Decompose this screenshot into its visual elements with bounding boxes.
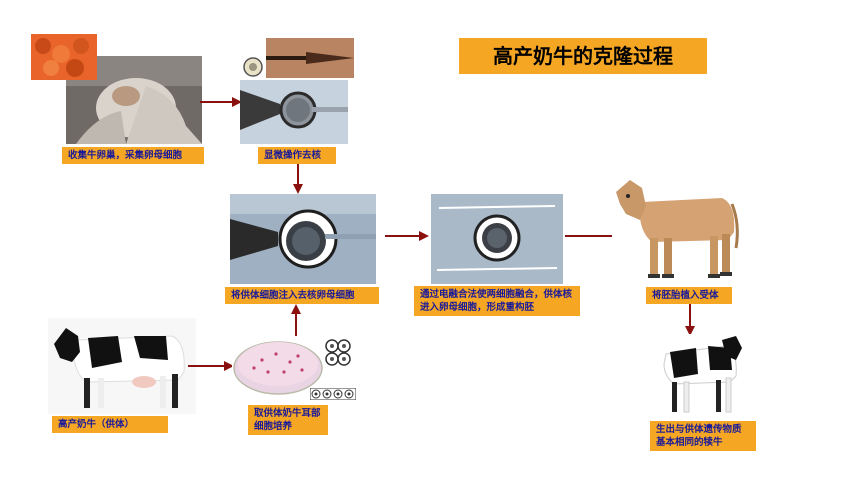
step-label-donor: 高产奶牛（供体） xyxy=(52,416,168,433)
petri-dish-image xyxy=(232,332,324,398)
step-label-fuse: 通过电融合法使两细胞融合，供体核进入卵母细胞，形成重构胚 xyxy=(414,286,580,316)
arrow-collect-to-enucleate xyxy=(200,97,242,107)
step-label-implant: 将胚胎植入受体 xyxy=(646,287,732,304)
step-label-culture: 取供体奶牛耳部细胞培养 xyxy=(248,405,328,435)
electrofusion-photo xyxy=(431,194,563,284)
arrow-culture-to-inject xyxy=(291,304,301,336)
step-label-birth: 生出与供体遗传物质基本相同的犊牛 xyxy=(650,421,756,451)
recipient-cow-image xyxy=(612,174,742,284)
step-label-enucleate: 显微操作去核 xyxy=(258,147,336,164)
arrow-enucleate-to-inject xyxy=(293,164,303,194)
donor-cow-image xyxy=(48,318,196,414)
cloned-calf-image xyxy=(652,334,744,418)
cell-row-icon xyxy=(310,388,356,400)
ovary-collection-photo xyxy=(66,56,202,144)
step-label-collect: 收集牛卵巢，采集卵母细胞 xyxy=(62,147,204,164)
arrow-inject-to-fuse xyxy=(385,231,429,241)
arrow-implant-to-birth xyxy=(685,304,695,336)
cell-cluster-icon xyxy=(324,338,352,368)
micropipette-inset-photo xyxy=(266,38,354,78)
injection-photo xyxy=(230,194,376,284)
arrow-donor-to-culture xyxy=(188,361,234,371)
step-label-inject: 将供体细胞注入去核卵母细胞 xyxy=(225,287,379,304)
ovary-inset-photo xyxy=(31,34,97,80)
oocyte-inset-icon xyxy=(241,56,265,78)
enucleation-photo xyxy=(240,80,348,144)
diagram-title: 高产奶牛的克隆过程 xyxy=(459,38,707,74)
